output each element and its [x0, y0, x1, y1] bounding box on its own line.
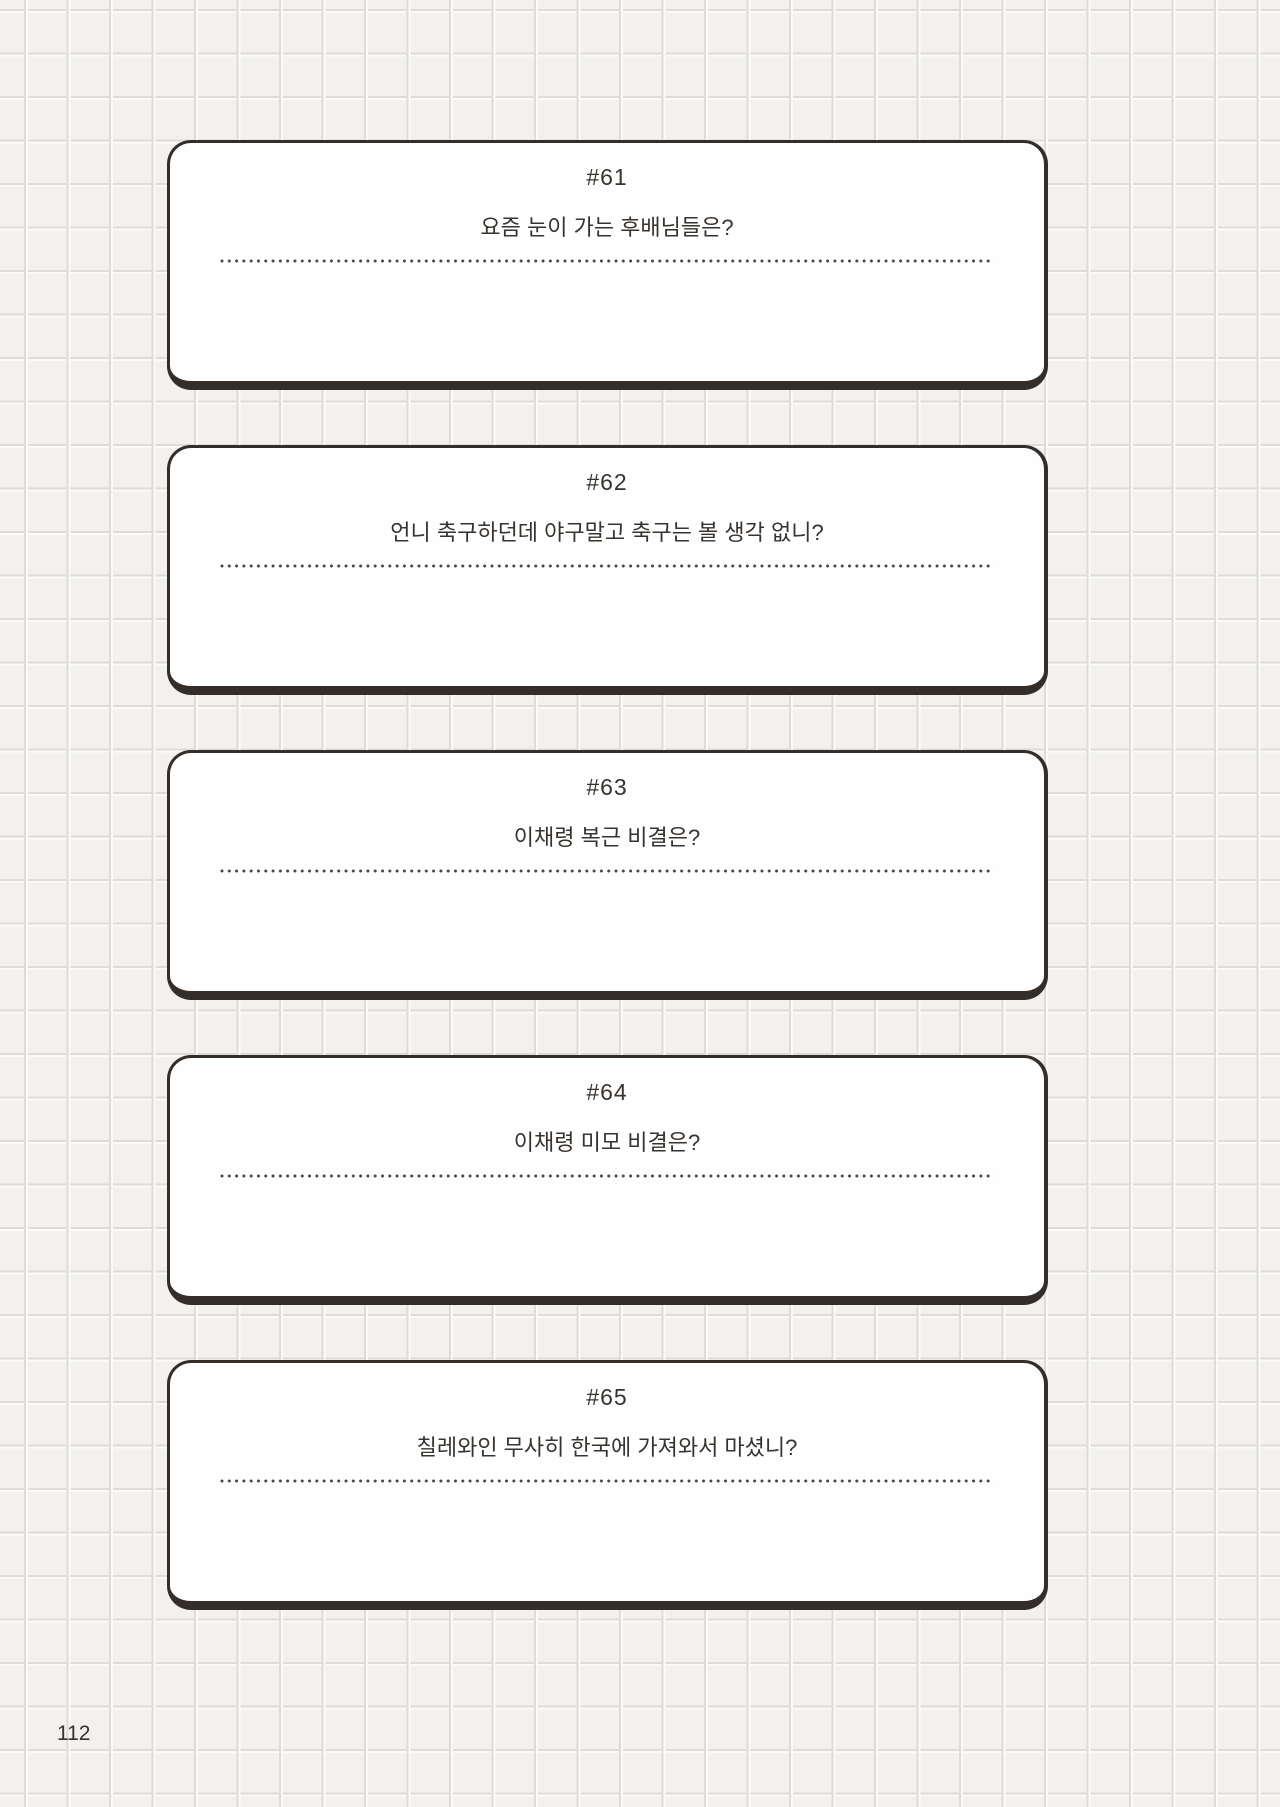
answer-dotted-line: [220, 564, 994, 568]
question-number: #62: [586, 469, 628, 495]
answer-space: [170, 873, 1044, 983]
question-text: 이채령 미모 비결은?: [513, 1130, 701, 1155]
question-text: 언니 축구하던데 야구말고 축구는 볼 생각 없니?: [390, 520, 824, 545]
question-card: #65 칠레와인 무사히 한국에 가져와서 마셨니?: [167, 1360, 1048, 1610]
question-card: #62 언니 축구하던데 야구말고 축구는 볼 생각 없니?: [167, 445, 1048, 695]
question-number: #61: [586, 164, 628, 190]
answer-dotted-line: [220, 1479, 994, 1483]
question-card: #61 요즘 눈이 가는 후배님들은?: [167, 140, 1048, 390]
question-card: #64 이채령 미모 비결은?: [167, 1055, 1048, 1305]
answer-dotted-line: [220, 259, 994, 263]
question-card: #63 이채령 복근 비결은?: [167, 750, 1048, 1000]
question-text: 요즘 눈이 가는 후배님들은?: [480, 215, 734, 240]
answer-dotted-line: [220, 869, 994, 873]
question-number: #65: [586, 1384, 628, 1410]
answer-space: [170, 568, 1044, 678]
question-card-list: #61 요즘 눈이 가는 후배님들은? #62 언니 축구하던데 야구말고 축구…: [167, 140, 1048, 1665]
page-number: 112: [57, 1722, 91, 1745]
answer-space: [170, 1178, 1044, 1288]
question-number: #63: [586, 774, 628, 800]
question-text: 칠레와인 무사히 한국에 가져와서 마셨니?: [416, 1435, 798, 1460]
question-text: 이채령 복근 비결은?: [513, 825, 701, 850]
question-number: #64: [586, 1079, 628, 1105]
answer-dotted-line: [220, 1174, 994, 1178]
answer-space: [170, 263, 1044, 373]
answer-space: [170, 1483, 1044, 1593]
